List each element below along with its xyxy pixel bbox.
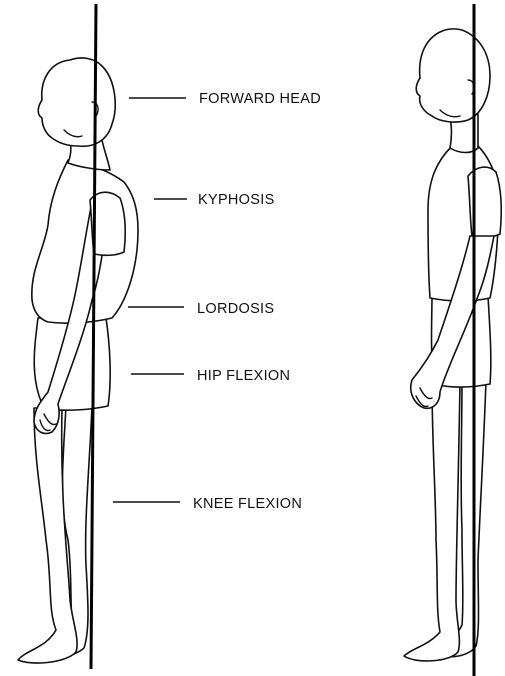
forward-head-label: FORWARD HEAD xyxy=(199,91,321,107)
hip-flexion-label: HIP FLEXION xyxy=(197,368,290,384)
knee-flexion-label: KNEE FLEXION xyxy=(193,496,302,512)
right-figure-head xyxy=(416,29,490,122)
right-figure-front-leg xyxy=(404,384,460,661)
left-figure-head xyxy=(38,58,115,146)
poor-posture-figure xyxy=(18,58,138,663)
kyphosis-label: KYPHOSIS xyxy=(198,192,275,208)
ideal-posture-figure xyxy=(404,29,501,661)
lordosis-label: LORDOSIS xyxy=(197,301,274,317)
